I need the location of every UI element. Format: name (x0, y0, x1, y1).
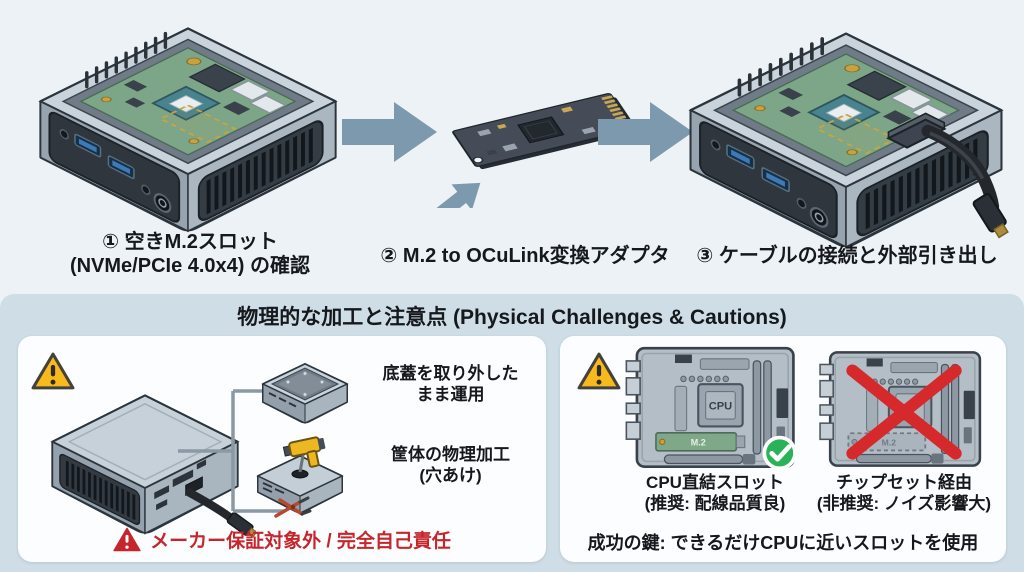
drill-icon (282, 436, 326, 468)
oculink-adapter-illustration (429, 93, 638, 208)
slot-choice-panel: CPU M.2 M.2 CPU直結スロット (推奨: 配線品質良) チップセット… (560, 336, 1006, 562)
case-drilling-illustration (256, 436, 344, 518)
step2-caption: ② M.2 to OCuLink変換アダプタ (380, 245, 670, 267)
m2-label: M.2 (882, 437, 897, 447)
m2-label: M.2 (691, 438, 706, 448)
warning-triangle-icon (577, 352, 621, 390)
drilling-option-label: 筐体の物理加工 (穴あけ) (391, 445, 510, 486)
bracket-connector-lines (178, 389, 285, 513)
motherboard-chipset-slot-illustration: M.2 (818, 351, 982, 467)
chipset-slot-label: チップセット経由 (非推奨: ノイズ影響大) (816, 473, 992, 514)
adapter-card (452, 93, 638, 170)
motherboard-cpu-slot-illustration: CPU M.2 (625, 346, 797, 471)
check-icon (762, 435, 797, 471)
minipc-closed-cable-illustration (50, 394, 256, 538)
arrow-right-icon (342, 102, 437, 162)
bottom-cover-option-label: 底蓋を取り外した まま運用 (382, 364, 519, 405)
minipc-open-illustration (38, 26, 338, 234)
oculink-connector (972, 193, 1009, 239)
arrow-up-right-icon (429, 169, 491, 208)
minipc-cable-illustration (672, 12, 1009, 250)
x-icon (846, 364, 962, 460)
physical-mods-panel: 底蓋を取り外した まま運用 筐体の物理加工 (穴あけ) メーカー保証対象外 / … (18, 336, 546, 562)
red-warning-triangle-icon (113, 527, 141, 552)
pliers-icon (274, 496, 312, 518)
step3-caption: ③ ケーブルの接続と外部引き出し (696, 245, 998, 267)
step1-caption: ① 空きM.2スロット (NVMe/PCIe 4.0x4) の確認 (69, 231, 311, 278)
warranty-warning: メーカー保証対象外 / 完全自己責任 (18, 526, 546, 553)
cpu-slot-label: CPU直結スロット (推奨: 配線品質良) (644, 473, 786, 514)
warranty-warning-text: メーカー保証対象外 / 完全自己責任 (150, 531, 451, 552)
cpu-label: CPU (709, 401, 732, 413)
oculink-connector (226, 512, 256, 538)
case-bottom-removed-illustration (261, 363, 349, 424)
success-key-note: 成功の鍵: できるだけCPUに近いスロットを使用 (587, 533, 979, 553)
section-title: 物理的な加工と注意点 (Physical Challenges & Cautio… (237, 306, 787, 329)
